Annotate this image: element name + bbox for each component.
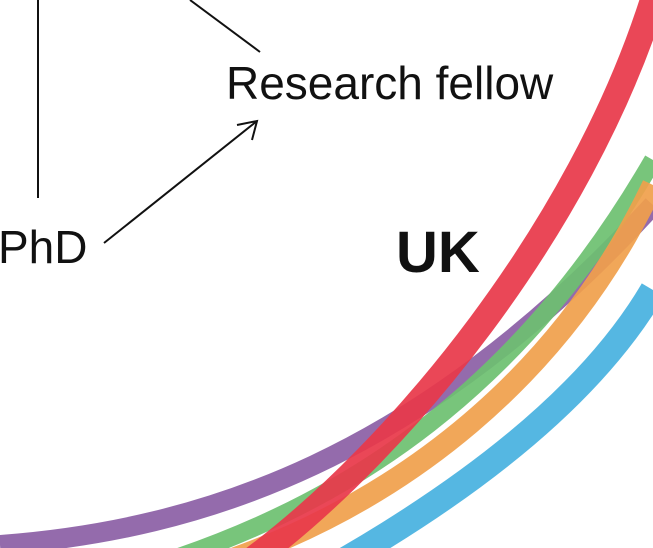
arrow-phd-to-research-fellow (103, 120, 258, 244)
arrow-head-icon (236, 119, 259, 141)
country-label: UK (396, 220, 480, 285)
blue-stripe (339, 283, 653, 548)
research-fellow-label: Research fellow (226, 57, 554, 109)
green-stripe (177, 155, 653, 548)
top-connector-to-research-fellow (189, 0, 261, 53)
phd-label: PhD (0, 221, 88, 273)
red-stripe (246, 0, 653, 548)
